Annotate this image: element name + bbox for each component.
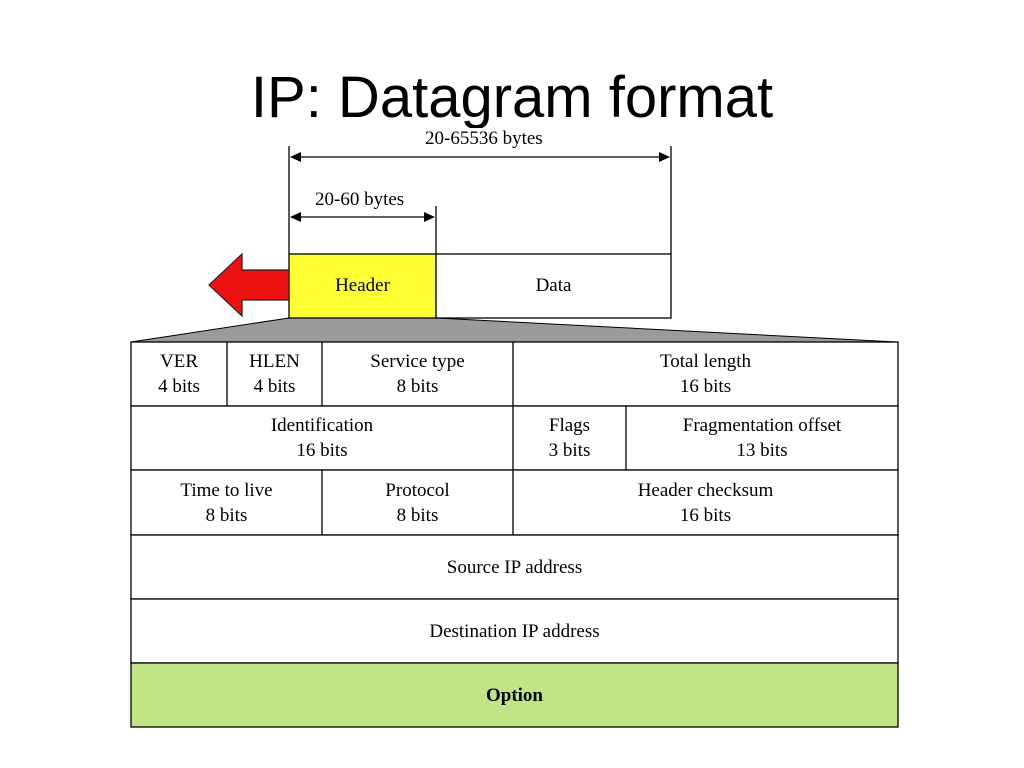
field-size: 13 bits: [736, 440, 788, 461]
data-box-label: Data: [535, 275, 572, 296]
field-size: 8 bits: [396, 376, 439, 397]
service-type-field: Service type 8 bits: [322, 342, 513, 406]
field-size: 16 bits: [679, 376, 732, 397]
field-size: 4 bits: [158, 376, 200, 397]
field-size: 8 bits: [205, 504, 248, 526]
identification-field: Identification 16 bits: [131, 406, 513, 470]
field-size: 16 bits: [679, 504, 732, 526]
slide-title: IP: Datagram format: [250, 65, 774, 130]
total-length-field: Total length 16 bits: [513, 342, 898, 406]
red-left-arrow: [208, 252, 290, 318]
field-name: Total length: [659, 351, 751, 372]
field-size: 4 bits: [253, 376, 296, 397]
option-field: Option: [131, 663, 898, 727]
field-name: Source IP address: [446, 556, 583, 578]
hlen-field: HLEN 4 bits: [227, 342, 322, 406]
field-name: Destination IP address: [429, 620, 600, 642]
destination-ip-field: Destination IP address: [131, 599, 898, 663]
ver-field: VER 4 bits: [131, 342, 227, 406]
option-row-bg: [130, 662, 899, 728]
header-size-label: 20-60 bytes: [312, 189, 408, 211]
field-name: Flags: [548, 415, 591, 436]
field-name: Time to live: [180, 479, 273, 501]
header-box-label: Header: [335, 275, 390, 296]
total-arrow-left-head: [290, 152, 301, 162]
field-name: HLEN: [249, 351, 300, 372]
field-name: Fragmentation offset: [682, 415, 842, 436]
fragmentation-offset-field: Fragmentation offset 13 bits: [626, 406, 898, 470]
field-name: Protocol: [385, 479, 450, 501]
total-size-label: 20-65536 bytes: [422, 128, 546, 150]
flags-field: Flags 3 bits: [513, 406, 626, 470]
field-size: 3 bits: [548, 440, 591, 461]
header-expansion-funnel: [130, 317, 898, 343]
field-size: 8 bits: [396, 504, 439, 526]
field-name: Identification: [270, 415, 374, 436]
ttl-field: Time to live 8 bits: [131, 470, 322, 535]
header-checksum-field: Header checksum 16 bits: [513, 470, 898, 535]
field-name: Service type: [370, 351, 465, 372]
header-arrow-right-head: [424, 212, 435, 222]
field-size: 16 bits: [296, 440, 348, 461]
data-box: [435, 253, 672, 319]
total-arrow-right-head: [659, 152, 670, 162]
protocol-field: Protocol 8 bits: [322, 470, 513, 535]
field-name: VER: [160, 351, 198, 372]
field-name: Option: [485, 684, 544, 706]
source-ip-field: Source IP address: [131, 535, 898, 599]
header-arrow-left-head: [290, 212, 301, 222]
field-name: Header checksum: [637, 479, 774, 501]
